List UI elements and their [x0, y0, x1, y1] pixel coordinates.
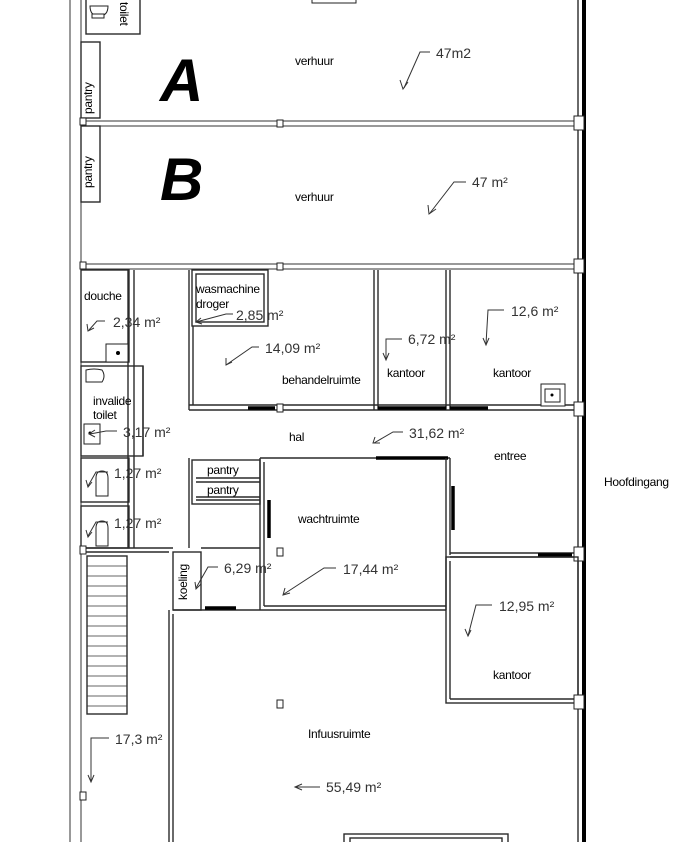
kantoor-2-area: 12,6 m² — [511, 303, 559, 319]
douche-area: 2,34 m² — [113, 314, 161, 330]
hal-area: 31,62 m² — [409, 425, 465, 441]
toilet-inv-label: toilet — [93, 408, 118, 422]
pantry-2-label: pantry — [207, 483, 239, 497]
toilet-room-top: toilet — [85, 0, 141, 35]
kantoor-1-label: kantoor — [387, 366, 425, 380]
behandelruimte-label: behandelruimte — [282, 373, 361, 387]
wasmachine-area: 2,85 m² — [236, 307, 284, 323]
kantoor-2-label: kantoor — [493, 366, 531, 380]
hal-label: hal — [289, 430, 304, 444]
pantry-column: pantry pantry — [80, 41, 101, 203]
infuusruimte-label: Infuusruimte — [308, 727, 371, 741]
verhuur-b-area: 47 m² — [472, 174, 508, 190]
pantry-a-label: pantry — [81, 82, 95, 114]
invalide-area: 3,17 m² — [123, 424, 171, 440]
infuusruimte-area: 55,49 m² — [326, 779, 382, 795]
kantoor-1-area: 6,72 m² — [408, 331, 456, 347]
douche-label: douche — [84, 289, 122, 303]
toilet-2-area: 1,27 m² — [114, 515, 162, 531]
invalide-label: invalide — [93, 394, 132, 408]
unit-dividers — [81, 0, 585, 274]
entree-label: entree — [494, 449, 527, 463]
unit-b-letter: B — [160, 146, 203, 213]
pantry-b-label: pantry — [81, 156, 95, 188]
wachtruimte-area: 17,44 m² — [343, 561, 399, 577]
toilet-1-area: 1,27 m² — [114, 465, 162, 481]
toilet-top-label: toilet — [117, 2, 131, 27]
kantoor-3-label: kantoor — [493, 668, 531, 682]
stair-area: 17,3 m² — [115, 731, 163, 747]
behandelruimte-area: 14,09 m² — [265, 340, 321, 356]
hoofdingang-label: Hoofdingang — [604, 475, 669, 489]
wachtruimte-label: wachtruimte — [297, 512, 360, 526]
verhuur-a-area: 47m2 — [436, 45, 471, 61]
middle-rooms — [79, 117, 585, 842]
verhuur-a-label: verhuur — [295, 54, 334, 68]
koeling-label: koeling — [176, 564, 190, 600]
droger-label: droger — [196, 297, 229, 311]
wasmachine-label: wasmachine — [195, 282, 260, 296]
koeling-area: 6,29 m² — [224, 560, 272, 576]
verhuur-b-label: verhuur — [295, 190, 334, 204]
pantry-1-label: pantry — [207, 463, 239, 477]
kantoor-3-area: 12,95 m² — [499, 598, 555, 614]
stairs — [86, 555, 128, 715]
unit-a-letter: A — [158, 47, 203, 114]
